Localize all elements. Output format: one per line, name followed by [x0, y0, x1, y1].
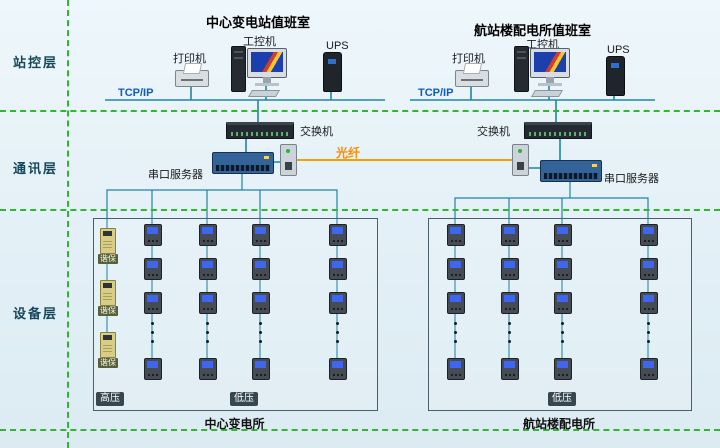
power-meter-icon — [199, 258, 217, 280]
power-meter-icon — [640, 358, 658, 380]
power-meter-icon — [144, 224, 162, 246]
room-title-left: 中心变电站值班室 — [206, 15, 311, 30]
ellipsis-dots — [508, 322, 511, 349]
ups-icon-right — [606, 56, 625, 96]
power-meter-icon — [329, 292, 347, 314]
pc-monitor-icon-left — [247, 48, 287, 86]
ellipsis-dots — [336, 322, 339, 349]
serial-server-icon-right — [540, 160, 602, 182]
power-meter-icon — [447, 224, 465, 246]
power-meter-icon — [144, 292, 162, 314]
pc-tower-icon-left — [231, 46, 246, 92]
power-meter-icon — [252, 292, 270, 314]
power-meter-icon — [554, 258, 572, 280]
printer-icon-left — [175, 63, 209, 87]
power-meter-icon — [199, 292, 217, 314]
harmonic-label: 谐保 — [98, 254, 118, 264]
pc-label-left: 工控机 — [243, 36, 276, 48]
lv-badge-left: 低压 — [230, 392, 258, 406]
power-meter-icon — [447, 358, 465, 380]
power-meter-icon — [501, 258, 519, 280]
station-name-right: 航站楼配电所 — [522, 417, 595, 431]
ellipsis-dots — [454, 322, 457, 349]
power-meter-icon — [554, 224, 572, 246]
harmonic-label: 谐保 — [98, 358, 118, 368]
separator-layer-column — [67, 0, 69, 448]
power-meter-icon — [329, 258, 347, 280]
power-meter-icon — [640, 224, 658, 246]
layer-label-comm: 通讯层 — [13, 161, 59, 176]
hv-badge: 高压 — [96, 392, 124, 406]
power-meter-icon — [640, 292, 658, 314]
fiber-converter-icon-right — [512, 144, 529, 176]
ellipsis-dots — [206, 322, 209, 349]
serial-server-label-right: 串口服务器 — [604, 173, 659, 185]
tcpip-label-right: TCP/IP — [418, 87, 454, 99]
switch-label-right: 交换机 — [477, 126, 510, 138]
ellipsis-dots — [647, 322, 650, 349]
pc-monitor-icon-right — [530, 48, 570, 86]
lv-badge-right: 低压 — [548, 392, 576, 406]
fiber-label: 光纤 — [336, 146, 361, 160]
power-meter-icon — [501, 358, 519, 380]
separator-bottom — [0, 429, 720, 431]
serial-server-icon-left — [212, 152, 274, 174]
power-meter-icon — [447, 258, 465, 280]
ethernet-switch-icon-left — [226, 122, 294, 139]
power-meter-icon — [144, 258, 162, 280]
keyboard-icon-right — [530, 90, 564, 97]
power-meter-icon — [501, 292, 519, 314]
device-cabinet-box-right — [428, 218, 692, 411]
power-meter-icon — [554, 292, 572, 314]
ups-icon-left — [323, 52, 342, 92]
ethernet-switch-icon-right — [524, 122, 592, 139]
station-name-left: 中心变电所 — [204, 417, 265, 431]
device-cabinet-box-left — [93, 218, 378, 411]
power-meter-icon — [447, 292, 465, 314]
harmonic-protector-icon — [100, 280, 116, 306]
layer-label-device: 设备层 — [13, 306, 59, 321]
harmonic-protector-icon — [100, 228, 116, 254]
fiber-converter-icon-left — [280, 144, 297, 176]
room-title-right: 航站楼配电所值班室 — [474, 23, 592, 38]
power-meter-icon — [252, 358, 270, 380]
power-meter-icon — [144, 358, 162, 380]
printer-label-left: 打印机 — [173, 53, 206, 65]
printer-icon-right — [455, 63, 489, 87]
ellipsis-dots — [151, 322, 154, 349]
power-meter-icon — [252, 224, 270, 246]
ellipsis-dots — [259, 322, 262, 349]
pc-tower-icon-right — [514, 46, 529, 92]
power-meter-icon — [640, 258, 658, 280]
separator-comm-device — [0, 209, 720, 211]
tcpip-label-left: TCP/IP — [118, 87, 154, 99]
harmonic-label: 谐保 — [98, 306, 118, 316]
serial-server-label-left: 串口服务器 — [148, 169, 203, 181]
ups-label-left: UPS — [326, 40, 349, 52]
power-meter-icon — [252, 258, 270, 280]
power-meter-icon — [501, 224, 519, 246]
separator-station-comm — [0, 110, 720, 112]
keyboard-icon-left — [247, 90, 281, 97]
power-meter-icon — [199, 224, 217, 246]
power-meter-icon — [554, 358, 572, 380]
ellipsis-dots — [561, 322, 564, 349]
ups-label-right: UPS — [607, 44, 630, 56]
harmonic-protector-icon — [100, 332, 116, 358]
power-meter-icon — [329, 224, 347, 246]
switch-label-left: 交换机 — [300, 126, 333, 138]
power-meter-icon — [329, 358, 347, 380]
layer-label-station: 站控层 — [13, 55, 59, 70]
printer-label-right: 打印机 — [452, 53, 485, 65]
power-meter-icon — [199, 358, 217, 380]
